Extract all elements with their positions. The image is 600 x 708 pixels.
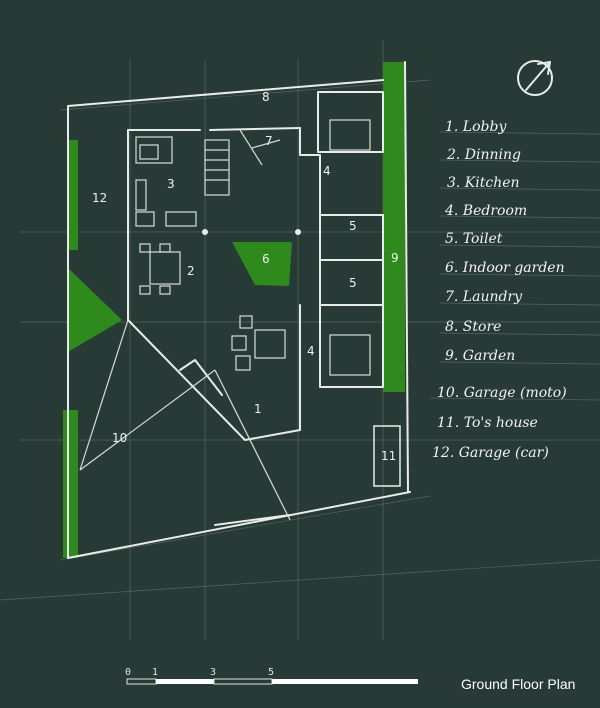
room-number-laundry: 7: [265, 134, 273, 148]
room-number-garage-car: 12: [92, 191, 107, 205]
garden-strip-left-bottom: [63, 410, 78, 558]
garden-strip-right: [383, 62, 405, 392]
legend-item: 7. Laundry: [445, 289, 523, 305]
room-number-lobby: 1: [254, 402, 262, 416]
scale-label: 1: [152, 667, 158, 678]
legend-item: 9. Garden: [445, 348, 515, 364]
scale-label: 5: [268, 667, 274, 678]
room-numbers: 8 7 3 12 4 5 5 9 2 6 4 1 10 11: [92, 90, 399, 463]
scale-label: 0: [125, 667, 131, 678]
legend-item: 3. Kitchen: [447, 175, 520, 191]
room-number-tos-house: 11: [381, 449, 396, 463]
room-number-toilet-bottom: 5: [349, 276, 357, 290]
legend-item: 6. Indoor garden: [445, 260, 565, 276]
legend-item: 1. Lobby: [445, 119, 507, 135]
legend: 1. Lobby 2. Dinning 3. Kitchen 4. Bedroo…: [432, 119, 567, 461]
drawing-title: Ground Floor Plan: [461, 676, 575, 692]
room-number-store: 8: [262, 90, 270, 104]
garden-strip-left-top: [68, 140, 78, 250]
indoor-garden: [232, 242, 292, 286]
room-number-garage-moto: 10: [112, 431, 127, 445]
room-number-indoor-garden: 6: [262, 252, 270, 266]
legend-item: 12. Garage (car): [432, 445, 549, 461]
legend-item: 11. To's house: [437, 415, 538, 431]
scale-bar: 0 1 3 5: [125, 667, 418, 685]
room-number-toilet-top: 5: [349, 219, 357, 233]
legend-item: 2. Dinning: [446, 147, 521, 163]
room-number-kitchen: 3: [167, 177, 175, 191]
legend-item: 8. Store: [445, 319, 501, 335]
room-number-bedroom-top: 4: [323, 164, 331, 178]
room-number-dining: 2: [187, 264, 195, 278]
garden-triangle-left: [68, 268, 122, 352]
room-number-bedroom-bottom: 4: [307, 344, 315, 358]
room-number-garden: 9: [391, 251, 399, 265]
site-boundary: [67, 61, 411, 559]
building-walls: [79, 91, 384, 526]
north-arrow-icon: [517, 60, 553, 96]
scale-label: 3: [210, 667, 216, 678]
legend-item: 5. Toilet: [445, 231, 503, 247]
legend-item: 10. Garage (moto): [437, 385, 567, 401]
legend-item: 4. Bedroom: [444, 203, 527, 219]
tos-house-block: [373, 425, 401, 487]
